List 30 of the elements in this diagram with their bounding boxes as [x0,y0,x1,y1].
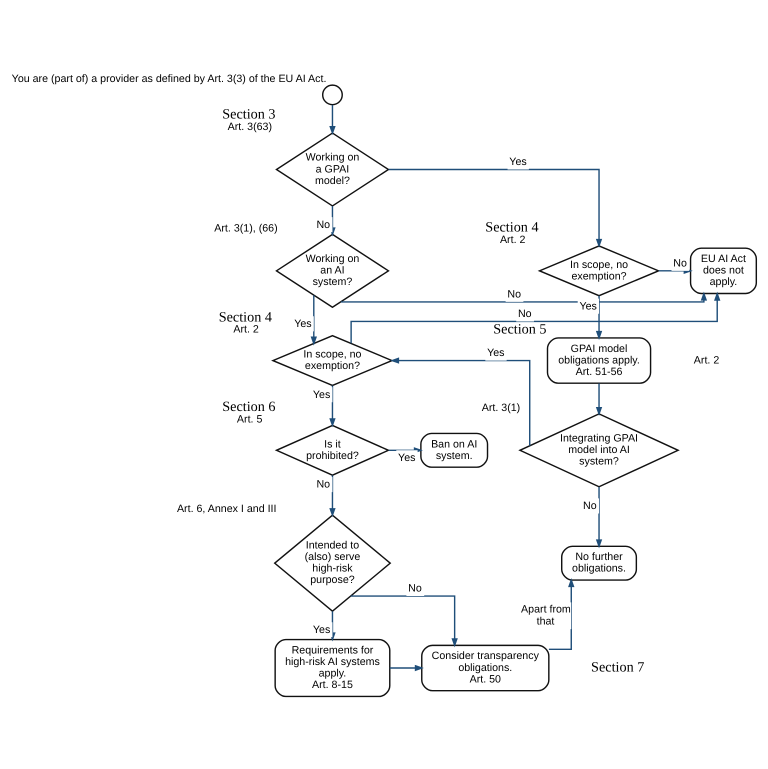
edge-label: No [316,478,330,490]
edge-label: Yes [312,388,330,400]
edge-label: Yes [312,623,330,636]
node-label: Section 3 [222,106,276,122]
node-label: Art. 3(63) [228,120,272,133]
label: Section 7 [591,658,644,675]
edge-label: No [583,500,597,512]
node-label: Art. 3(1) [482,401,520,414]
edge-label: Yes [294,318,312,330]
edge-label: No [673,256,687,269]
node-label: Section 4 [485,219,539,236]
edge-label: Apart from that [521,603,571,627]
node-label: Section 4 [218,308,272,325]
edge-label: No [507,288,522,300]
node-label: Section 5 [493,320,547,337]
edge-label: No [316,218,330,230]
node-label: You are (part of) a provider as defined by Art. 3(3) of the EU AI Act. [12,72,326,85]
node-label: Section 6 [222,398,276,415]
edge-label: Yes [487,346,504,359]
node-label: Art. 2 [233,323,259,336]
edge-label: Yes [509,156,527,168]
node-label: Art. 6, Annex I and III [176,502,276,515]
node-label: Art. 5 [236,412,262,425]
edge-label: No [408,582,422,594]
edge-label: No [518,308,532,320]
edge-label: Yes [579,300,597,312]
edge-label: Yes [398,452,416,464]
node-label: Art. 2 [500,233,526,246]
node-label: Art. 3(1), (66) [214,222,278,234]
label: Art. 2 [694,354,720,366]
